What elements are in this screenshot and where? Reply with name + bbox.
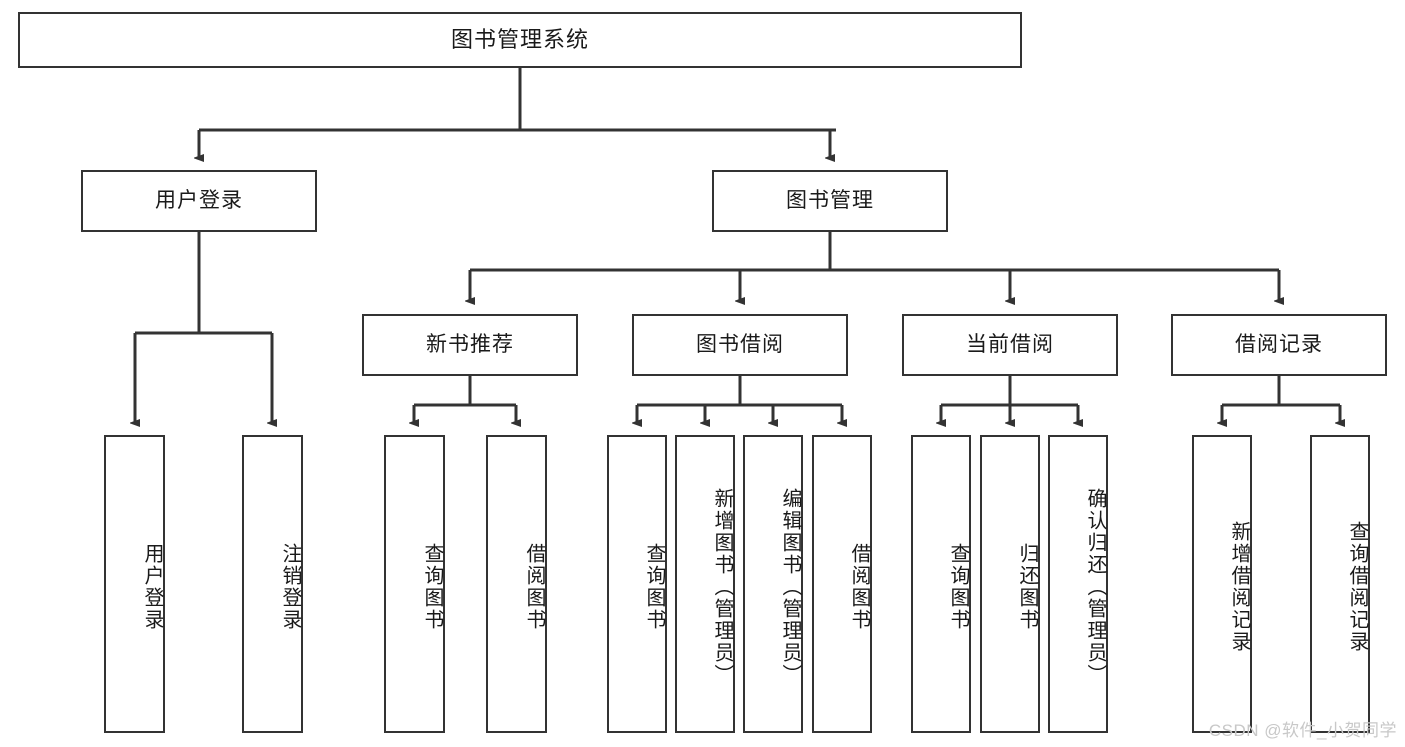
- leaf-query-record[interactable]: 查询借阅记录: [1310, 435, 1370, 733]
- leaf-borrow-book-2-label: 借阅图书: [848, 543, 870, 631]
- leaf-query-book-1-label: 查询图书: [421, 543, 443, 631]
- watermark: CSDN @软件_小贺同学: [1208, 721, 1397, 740]
- leaf-user-logout-label: 注销登录: [279, 543, 301, 631]
- leaf-add-book-label: 新增图书（管理员）: [711, 488, 733, 686]
- node-current-borrow-label: 当前借阅: [966, 333, 1054, 357]
- leaf-confirm-return[interactable]: 确认归还（管理员）: [1048, 435, 1108, 733]
- leaf-user-login[interactable]: 用户登录: [104, 435, 165, 733]
- node-root-label: 图书管理系统: [450, 26, 589, 52]
- node-user-login[interactable]: 用户登录: [81, 170, 317, 232]
- node-book-manage-label: 图书管理: [786, 189, 874, 213]
- node-book-borrow[interactable]: 图书借阅: [632, 314, 848, 376]
- leaf-query-book-3[interactable]: 查询图书: [911, 435, 971, 733]
- leaf-add-record[interactable]: 新增借阅记录: [1192, 435, 1252, 733]
- leaf-confirm-return-label: 确认归还（管理员）: [1084, 488, 1106, 686]
- leaf-add-record-label: 新增借阅记录: [1228, 521, 1250, 653]
- leaf-user-login-label: 用户登录: [141, 543, 163, 631]
- leaf-user-logout[interactable]: 注销登录: [242, 435, 303, 733]
- leaf-query-book-2-label: 查询图书: [643, 543, 665, 631]
- leaf-query-book-2[interactable]: 查询图书: [607, 435, 667, 733]
- leaf-edit-book[interactable]: 编辑图书（管理员）: [743, 435, 803, 733]
- node-new-book-recommend-label: 新书推荐: [426, 333, 514, 357]
- node-book-borrow-label: 图书借阅: [696, 333, 784, 357]
- leaf-return-book[interactable]: 归还图书: [980, 435, 1040, 733]
- node-root[interactable]: 图书管理系统: [18, 12, 1022, 68]
- node-current-borrow[interactable]: 当前借阅: [902, 314, 1118, 376]
- node-book-manage[interactable]: 图书管理: [712, 170, 948, 232]
- node-new-book-recommend[interactable]: 新书推荐: [362, 314, 578, 376]
- leaf-borrow-book-1-label: 借阅图书: [523, 543, 545, 631]
- leaf-add-book[interactable]: 新增图书（管理员）: [675, 435, 735, 733]
- leaf-query-book-3-label: 查询图书: [947, 543, 969, 631]
- leaf-query-book-1[interactable]: 查询图书: [384, 435, 445, 733]
- leaf-return-book-label: 归还图书: [1016, 543, 1038, 631]
- leaf-edit-book-label: 编辑图书（管理员）: [779, 488, 801, 686]
- leaf-query-record-label: 查询借阅记录: [1346, 521, 1368, 653]
- node-borrow-record-label: 借阅记录: [1235, 333, 1323, 357]
- node-borrow-record[interactable]: 借阅记录: [1171, 314, 1387, 376]
- leaf-borrow-book-2[interactable]: 借阅图书: [812, 435, 872, 733]
- node-user-login-label: 用户登录: [155, 189, 243, 213]
- leaf-borrow-book-1[interactable]: 借阅图书: [486, 435, 547, 733]
